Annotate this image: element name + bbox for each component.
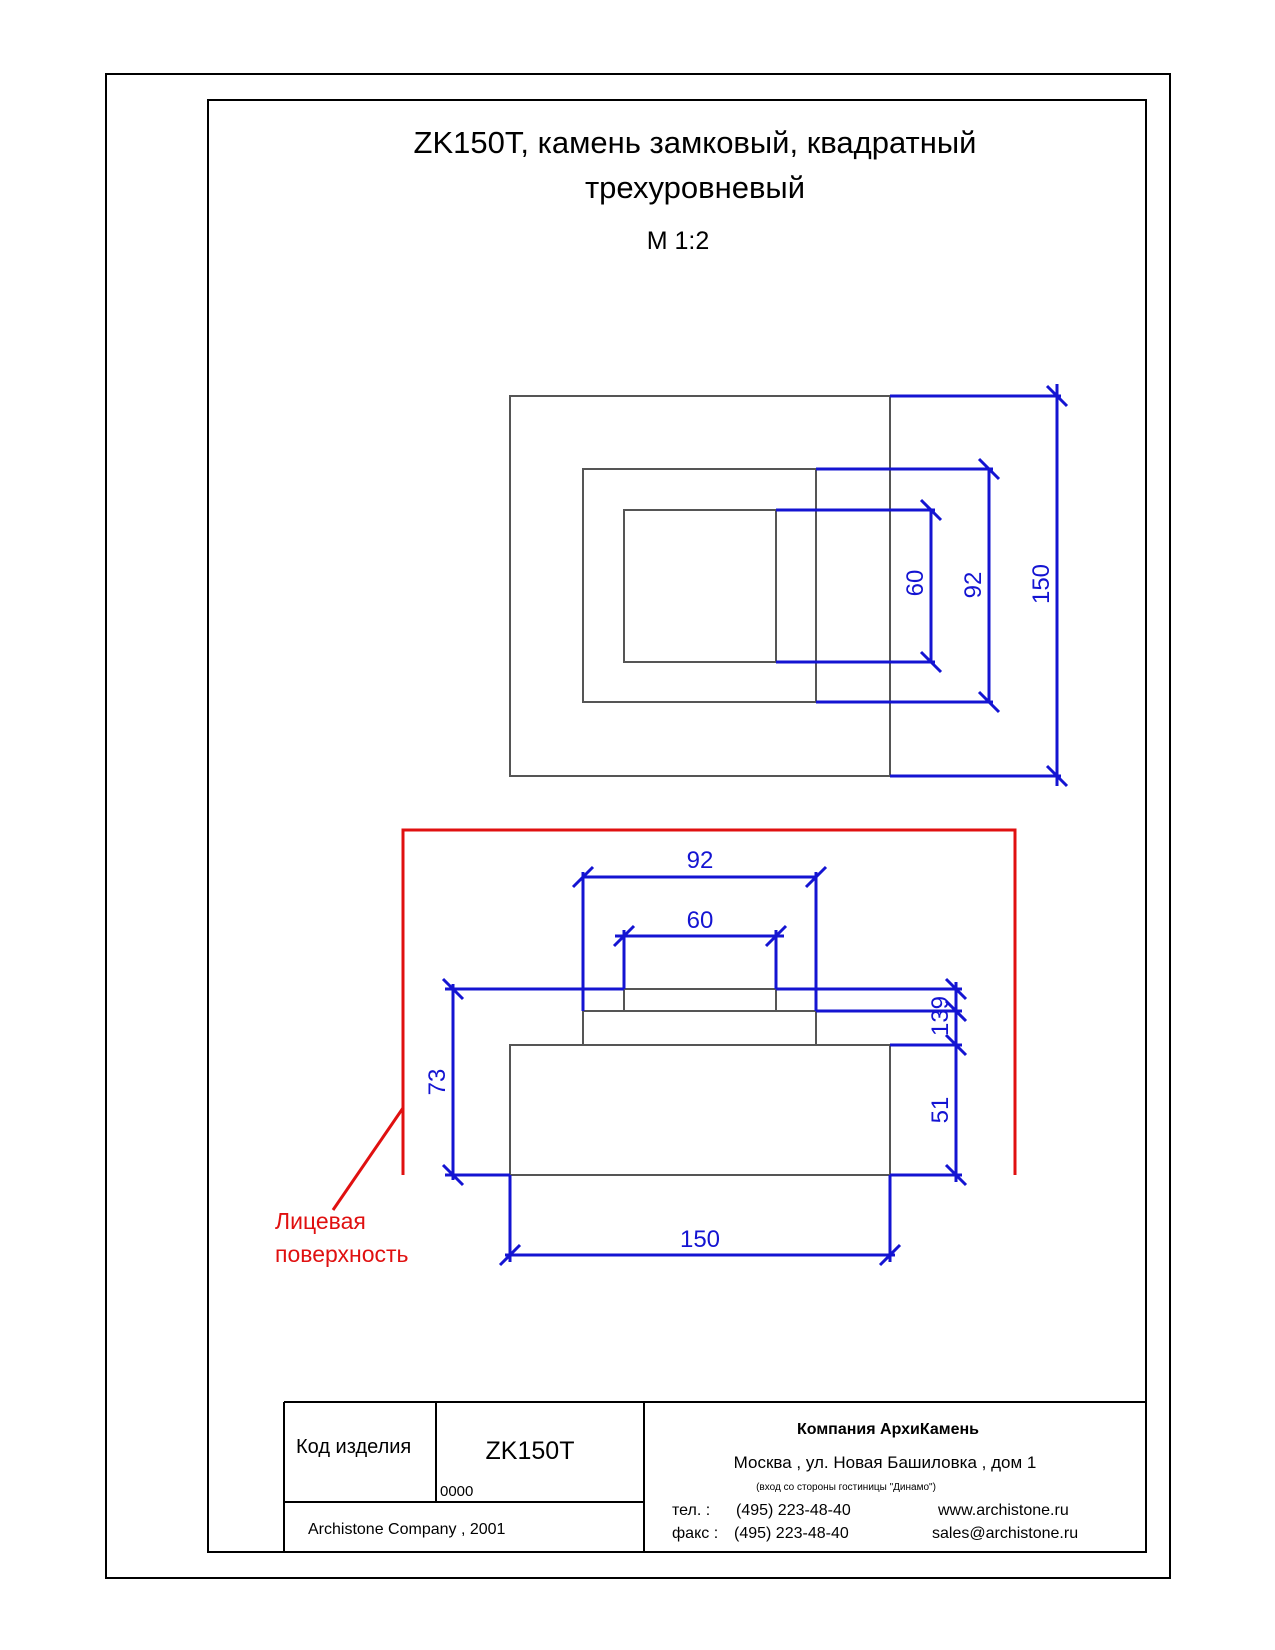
product-code-label: Код изделия (296, 1436, 411, 1458)
front-view-top-tier (623, 988, 777, 1012)
email: sales@archistone.ru (932, 1525, 1078, 1542)
front-dimension-139-label: 139 (927, 996, 954, 1036)
front-view: 92 60 73 (275, 828, 1017, 1267)
sub-code: 0000 (440, 1483, 473, 1500)
outer-frame (105, 73, 1171, 1579)
front-dimension-150: 150 (498, 1175, 902, 1267)
front-dimension-right: 139 51 (776, 977, 968, 1187)
front-dimension-51-label: 51 (927, 1097, 954, 1124)
top-dimension-60-label: 60 (902, 570, 929, 597)
front-dimension-73-label: 73 (424, 1069, 451, 1096)
drawing-title-line1: ZK150T, камень замковый, квадратный (414, 125, 977, 160)
title-block: Код изделия ZK150T 0000 Archistone Compa… (283, 1401, 1146, 1552)
top-view-inner-square (623, 509, 777, 663)
front-dimension-73: 73 (424, 977, 624, 1187)
front-dimension-150-label: 150 (680, 1226, 720, 1253)
front-dimension-92-label: 92 (687, 847, 714, 874)
top-view-middle-square (582, 468, 817, 703)
front-view-middle-tier (582, 1010, 817, 1046)
fax-number: (495) 223-48-40 (734, 1525, 849, 1542)
top-view: 60 92 150 (509, 384, 1069, 788)
company-address-note: (вход со стороны гостиницы "Динамо") (756, 1482, 936, 1493)
top-dimension-150: 150 (890, 384, 1069, 788)
top-dimension-150-label: 150 (1028, 564, 1055, 604)
inner-frame (207, 99, 1147, 1553)
website: www.archistone.ru (937, 1502, 1069, 1519)
front-view-base (509, 1044, 891, 1176)
top-view-outer-square (509, 395, 891, 777)
face-label-line1: Лицевая (275, 1208, 366, 1234)
phone-label: тел. : (672, 1502, 710, 1519)
company-address: Москва , ул. Новая Башиловка , дом 1 (734, 1453, 1037, 1472)
face-label-line2: поверхность (275, 1241, 409, 1267)
copyright: Archistone Company , 2001 (308, 1521, 506, 1538)
phone-number: (495) 223-48-40 (736, 1502, 851, 1519)
fax-label: факс : (672, 1525, 718, 1542)
top-dimension-92: 92 (816, 457, 1001, 714)
product-code: ZK150T (486, 1437, 575, 1465)
top-dimension-92-label: 92 (960, 572, 987, 599)
front-dimension-60-label: 60 (687, 907, 714, 934)
company-name: Компания АрхиКамень (797, 1421, 979, 1438)
top-dimension-60: 60 (776, 498, 943, 674)
front-dimension-60: 60 (612, 907, 788, 989)
drawing-title-line2: трехуровневый (585, 170, 805, 205)
face-surface-line (401, 828, 1017, 1175)
drawing-scale: М 1:2 (647, 227, 710, 255)
face-leader-line (331, 1107, 405, 1211)
